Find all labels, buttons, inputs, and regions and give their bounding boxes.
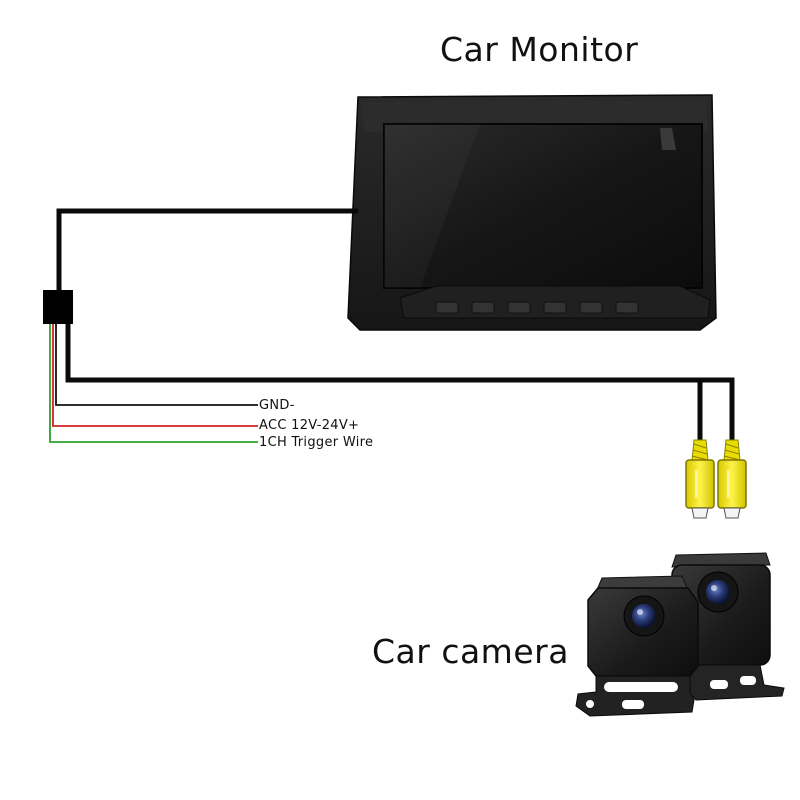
thin-wires xyxy=(49,324,258,443)
main-cable xyxy=(56,208,735,440)
acc-wire xyxy=(52,324,258,427)
car-camera-icon xyxy=(575,552,785,717)
trigger-wire-label: 1CH Trigger Wire xyxy=(259,435,374,450)
camera-title: Car camera xyxy=(372,632,569,671)
gnd-wire xyxy=(55,324,258,406)
acc-label: ACC 12V-24V+ xyxy=(259,418,360,433)
gnd-label: GND- xyxy=(259,398,295,413)
trigger-wire xyxy=(49,324,258,443)
car-monitor-icon xyxy=(347,94,717,331)
junction-box-icon xyxy=(43,290,73,324)
rca-connector-icon xyxy=(685,439,747,519)
monitor-title: Car Monitor xyxy=(440,30,639,69)
